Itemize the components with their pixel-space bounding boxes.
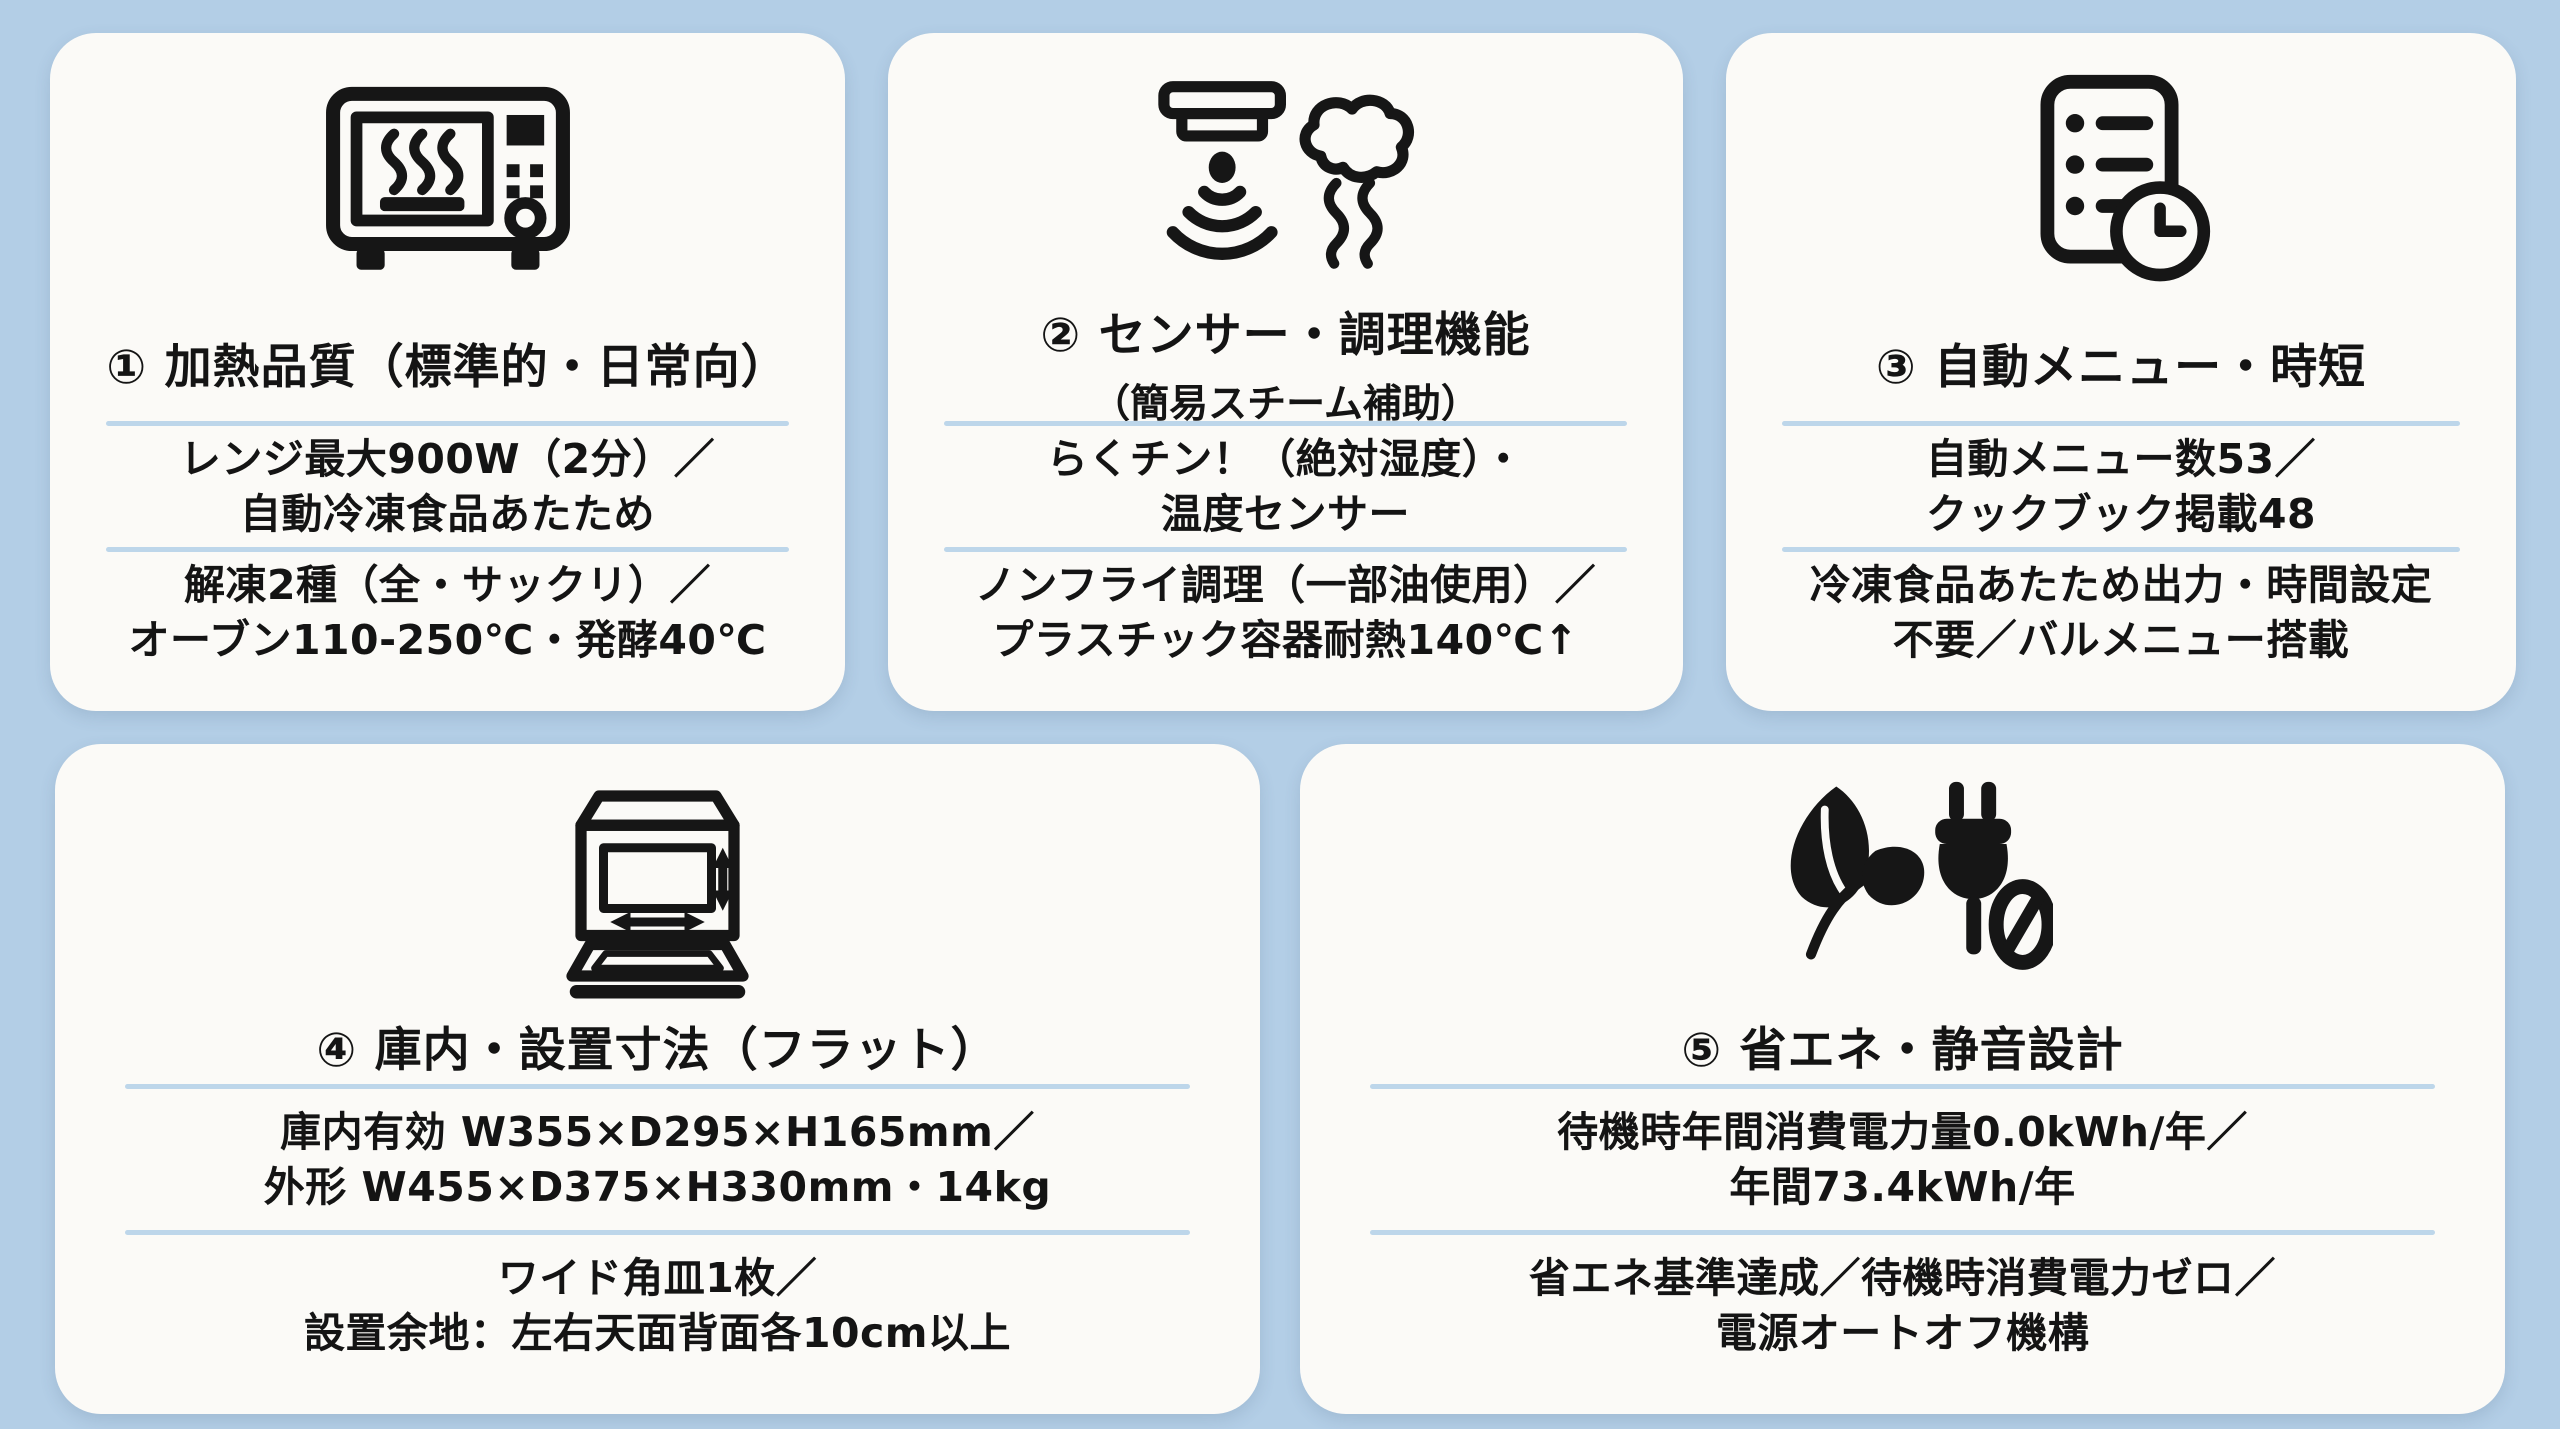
spec-line: 解凍2種（全・サックリ）／ — [183, 560, 711, 609]
spec-line: 年間73.4kWh/年 — [1729, 1162, 2076, 1211]
card-title: ④ 庫内・設置寸法（フラット） — [316, 1022, 999, 1078]
eco-plug-icon — [1753, 774, 2053, 1006]
divider — [105, 547, 790, 552]
microwave-icon — [319, 63, 577, 303]
spec-row: 冷凍食品あたため出力・時間設定 不要／バルメニュー搭載 — [1810, 552, 2433, 673]
spec-row: 省エネ基準達成／待機時消費電力ゼロ／ 電源オートオフ機構 — [1529, 1235, 2276, 1376]
divider — [125, 1084, 1190, 1089]
spec-row: 解凍2種（全・サックリ）／ オーブン110-250℃・発酵40℃ — [128, 552, 766, 673]
spec-line: 外形 W455×D375×H330mm・14kg — [263, 1162, 1052, 1211]
spec-line: 設置余地：左右天面背面各10cm以上 — [303, 1308, 1012, 1357]
spec-line: 不要／バルメニュー搭載 — [1892, 615, 2350, 664]
feature-card-automenu: ③ 自動メニュー・時短 自動メニュー数53／ クックブック掲載48 冷凍食品あた… — [1726, 33, 2516, 711]
spec-line: 冷凍食品あたため出力・時間設定 — [1809, 560, 2433, 609]
feature-card-heating: ① 加熱品質（標準的・日常向） レンジ最大900W（2分）／ 自動冷凍食品あたた… — [50, 33, 845, 711]
divider — [125, 1230, 1190, 1235]
card-title: ② センサー・調理機能 — [1040, 307, 1531, 363]
spec-line: 待機時年間消費電力量0.0kWh/年／ — [1557, 1107, 2248, 1156]
card-title: ① 加熱品質（標準的・日常向） — [106, 339, 789, 395]
spec-row: ワイド角皿1枚／ 設置余地：左右天面背面各10cm以上 — [304, 1235, 1011, 1376]
spec-line: レンジ最大900W（2分）／ — [179, 434, 716, 483]
divider — [1370, 1230, 2435, 1235]
spec-line: ワイド角皿1枚／ — [497, 1253, 818, 1302]
divider — [943, 421, 1628, 426]
feature-card-ecosave: ⑤ 省エネ・静音設計 待機時年間消費電力量0.0kWh/年／ 年間73.4kWh… — [1300, 744, 2505, 1414]
spec-row: 自動メニュー数53／ クックブック掲載48 — [1926, 426, 2316, 547]
spec-line: 電源オートオフ機構 — [1715, 1308, 2090, 1357]
spec-line: ノンフライ調理（一部油使用）／ — [974, 560, 1597, 609]
card-title: ③ 自動メニュー・時短 — [1875, 339, 2367, 395]
spec-row: らくチン！（絶対湿度）・ 温度センサー — [1047, 426, 1525, 547]
spec-line: 自動メニュー数53／ — [1925, 434, 2317, 483]
spec-row: ノンフライ調理（一部油使用）／ プラスチック容器耐熱140℃↑ — [975, 552, 1596, 673]
divider — [1370, 1084, 2435, 1089]
spec-line: 庫内有効 W355×D295×H165mm／ — [280, 1107, 1035, 1156]
spec-line: クックブック掲載48 — [1925, 489, 2317, 538]
spec-line: オーブン110-250℃・発酵40℃ — [128, 615, 767, 664]
card-title: ⑤ 省エネ・静音設計 — [1681, 1022, 2124, 1078]
menu-clock-icon — [2006, 63, 2236, 303]
divider — [105, 421, 790, 426]
sensor-steam-icon — [1146, 63, 1426, 303]
spec-row: 庫内有効 W355×D295×H165mm／ 外形 W455×D375×H330… — [264, 1089, 1051, 1230]
oven-dimensions-icon — [540, 774, 775, 1006]
card-subtitle: （簡易スチーム補助） — [1091, 381, 1480, 427]
spec-row: 待機時年間消費電力量0.0kWh/年／ 年間73.4kWh/年 — [1557, 1089, 2248, 1230]
divider — [1781, 421, 2461, 426]
divider — [1781, 547, 2461, 552]
feature-card-dimensions: ④ 庫内・設置寸法（フラット） 庫内有効 W355×D295×H165mm／ 外… — [55, 744, 1260, 1414]
spec-line: プラスチック容器耐熱140℃↑ — [992, 615, 1579, 664]
spec-line: 自動冷凍食品あたため — [240, 489, 655, 538]
spec-line: 省エネ基準達成／待機時消費電力ゼロ／ — [1529, 1253, 2276, 1302]
spec-row: レンジ最大900W（2分）／ 自動冷凍食品あたため — [180, 426, 715, 547]
spec-line: 温度センサー — [1161, 489, 1410, 538]
spec-line: らくチン！（絶対湿度）・ — [1046, 434, 1525, 483]
feature-card-sensor: ② センサー・調理機能 （簡易スチーム補助） らくチン！（絶対湿度）・ 温度セン… — [888, 33, 1683, 711]
divider — [943, 547, 1628, 552]
